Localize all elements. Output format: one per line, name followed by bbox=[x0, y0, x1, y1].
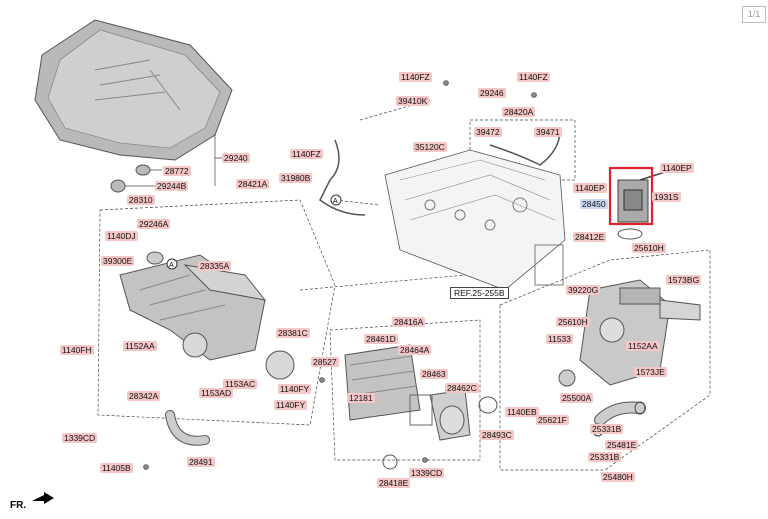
part-callout-25621f[interactable]: 25621F bbox=[536, 415, 569, 425]
part-callout-28463[interactable]: 28463 bbox=[420, 369, 448, 379]
egr-cooler bbox=[558, 279, 701, 387]
part-callout-25481e[interactable]: 25481E bbox=[605, 440, 639, 450]
front-arrow-icon bbox=[32, 492, 54, 504]
part-callout-28461d[interactable]: 28461D bbox=[364, 334, 398, 344]
part-callout-1152aa[interactable]: 1152AA bbox=[123, 341, 157, 351]
intake-manifold bbox=[119, 251, 295, 380]
cylinder-head bbox=[384, 149, 566, 291]
part-callout-1140eb[interactable]: 1140EB bbox=[505, 407, 539, 417]
part-callout-1339cd[interactable]: 1339CD bbox=[409, 468, 445, 478]
part-callout-29246a[interactable]: 29246A bbox=[137, 219, 171, 229]
part-callout-28464a[interactable]: 28464A bbox=[398, 345, 432, 355]
part-callout-28462c[interactable]: 28462C bbox=[445, 383, 479, 393]
egr-valve bbox=[617, 171, 666, 223]
part-callout-11405b[interactable]: 11405B bbox=[100, 463, 133, 473]
part-callout-29244b[interactable]: 29244B bbox=[155, 181, 189, 191]
part-callout-1140dj[interactable]: 1140DJ bbox=[105, 231, 138, 241]
connector-marker-a: A A bbox=[166, 194, 342, 270]
svg-text:A: A bbox=[333, 198, 338, 205]
part-callout-29246[interactable]: 29246 bbox=[478, 88, 506, 98]
part-callout-1140fh[interactable]: 1140FH bbox=[60, 345, 94, 355]
part-callout-28381c[interactable]: 28381C bbox=[276, 328, 310, 338]
part-callout-28527[interactable]: 28527 bbox=[311, 357, 339, 367]
part-callout-1153ac[interactable]: 1153AC bbox=[223, 379, 258, 389]
wiring-harness-2 bbox=[489, 129, 561, 166]
part-callout-25610h[interactable]: 25610H bbox=[556, 317, 590, 327]
part-callout-28412e[interactable]: 28412E bbox=[573, 232, 607, 242]
front-orientation-label: FR. bbox=[10, 500, 27, 511]
part-callout-1931s[interactable]: 1931S bbox=[652, 192, 681, 202]
part-callout-1140fy[interactable]: 1140FY bbox=[274, 400, 308, 410]
part-callout-1573je[interactable]: 1573JE bbox=[634, 367, 667, 377]
part-callout-28416a[interactable]: 28416A bbox=[392, 317, 426, 327]
wiring-harness bbox=[319, 139, 366, 216]
part-callout-25331b[interactable]: 25331B bbox=[590, 424, 624, 434]
part-callout-29240[interactable]: 29240 bbox=[222, 153, 250, 163]
part-callout-1140fz[interactable]: 1140FZ bbox=[517, 72, 550, 82]
part-callout-39410k[interactable]: 39410K bbox=[396, 96, 430, 106]
part-callout-28491[interactable]: 28491 bbox=[187, 457, 215, 467]
part-callout-25610h[interactable]: 25610H bbox=[632, 243, 666, 253]
part-callout-39471[interactable]: 39471 bbox=[534, 127, 562, 137]
part-callout-1140fy[interactable]: 1140FY bbox=[278, 384, 312, 394]
reference-label: REF.25-255B bbox=[450, 287, 509, 299]
part-callout-31980b[interactable]: 31980B bbox=[279, 173, 313, 183]
part-callout-28450[interactable]: 28450 bbox=[580, 199, 608, 209]
part-callout-28772[interactable]: 28772 bbox=[163, 166, 191, 176]
part-callout-28310[interactable]: 28310 bbox=[127, 195, 155, 205]
part-callout-28418e[interactable]: 28418E bbox=[377, 478, 411, 488]
part-callout-39300e[interactable]: 39300E bbox=[101, 256, 135, 266]
part-callout-39220g[interactable]: 39220G bbox=[566, 285, 601, 295]
part-callout-28335a[interactable]: 28335A bbox=[198, 261, 232, 271]
part-callout-1153ad[interactable]: 1153AD bbox=[199, 388, 234, 398]
part-callout-1140ep[interactable]: 1140EP bbox=[573, 183, 607, 193]
part-callout-28420a[interactable]: 28420A bbox=[502, 107, 536, 117]
part-callout-25480h[interactable]: 25480H bbox=[601, 472, 635, 482]
part-callout-39472[interactable]: 39472 bbox=[474, 127, 502, 137]
engine-cover bbox=[34, 19, 233, 193]
part-callout-28342a[interactable]: 28342A bbox=[127, 391, 161, 401]
part-callout-12181[interactable]: 12181 bbox=[347, 393, 375, 403]
part-callout-1573bg[interactable]: 1573BG bbox=[666, 275, 702, 285]
part-callout-35120c[interactable]: 35120C bbox=[413, 142, 447, 152]
part-callout-1140fz[interactable]: 1140FZ bbox=[290, 149, 323, 159]
part-callout-1339cd[interactable]: 1339CD bbox=[62, 433, 98, 443]
svg-text:A: A bbox=[169, 262, 174, 269]
part-callout-28421a[interactable]: 28421A bbox=[236, 179, 270, 189]
part-callout-25331b[interactable]: 25331B bbox=[588, 452, 622, 462]
part-callout-1140ep[interactable]: 1140EP bbox=[660, 163, 694, 173]
part-callout-1140fz[interactable]: 1140FZ bbox=[399, 72, 432, 82]
part-callout-1152aa[interactable]: 1152AA bbox=[626, 341, 660, 351]
part-callout-28493c[interactable]: 28493C bbox=[480, 430, 514, 440]
part-callout-25500a[interactable]: 25500A bbox=[560, 393, 594, 403]
part-callout-11533[interactable]: 11533 bbox=[546, 334, 574, 344]
page-indicator: 1/1 bbox=[742, 6, 766, 23]
